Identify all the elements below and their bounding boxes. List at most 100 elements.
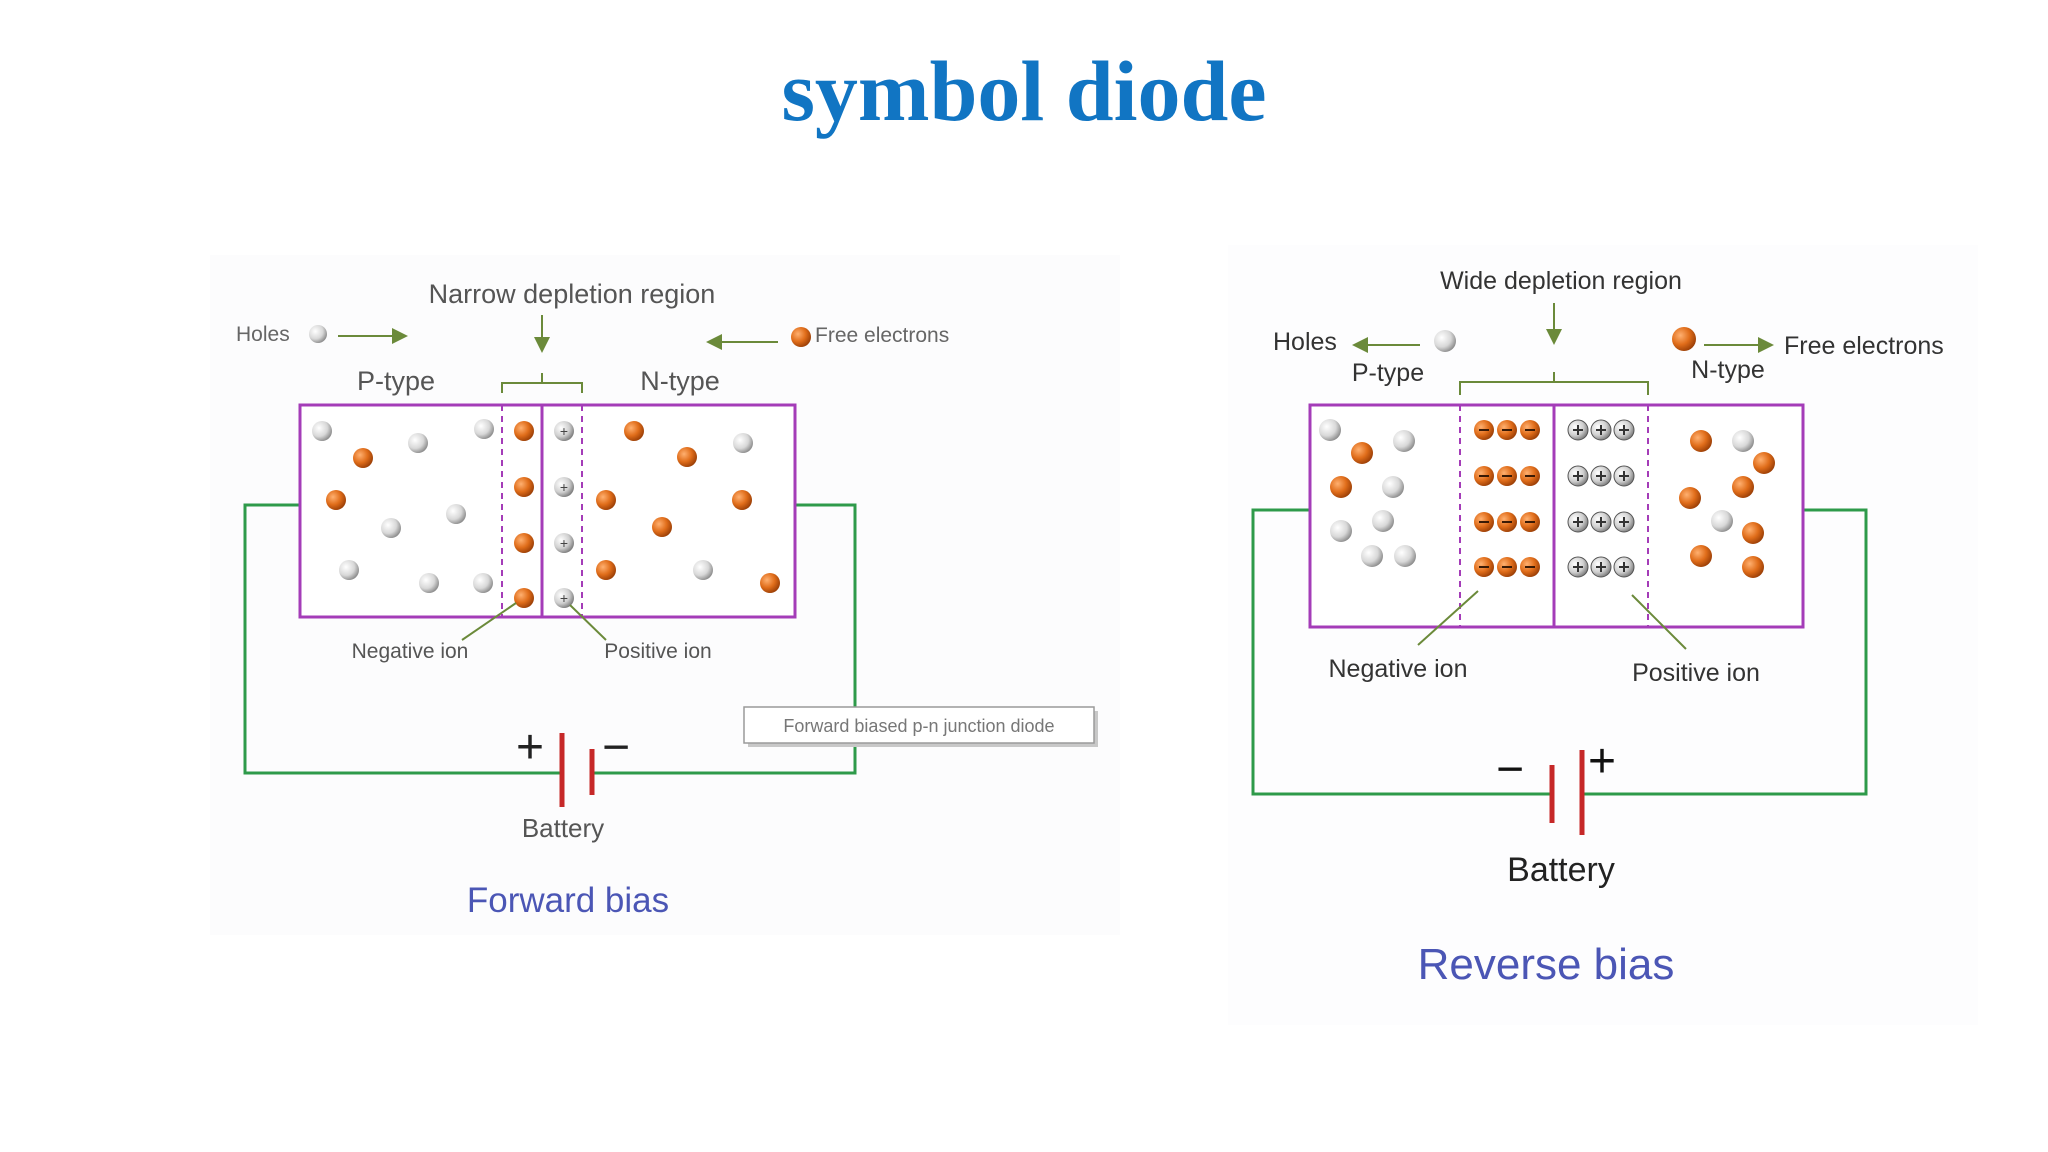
hole bbox=[446, 504, 466, 524]
plus-glyph bbox=[1573, 517, 1583, 527]
battery-plus-sign: + bbox=[1588, 735, 1616, 788]
hole bbox=[733, 433, 753, 453]
hole-legend-icon bbox=[1434, 330, 1456, 352]
hole bbox=[381, 518, 401, 538]
positive-ion-label: Positive ion bbox=[1632, 659, 1760, 687]
plus-glyph bbox=[1619, 562, 1629, 572]
positive-ion bbox=[554, 533, 574, 553]
negative-ions bbox=[1474, 420, 1540, 577]
plus-glyph bbox=[1596, 562, 1606, 572]
electron bbox=[1690, 545, 1712, 567]
electron bbox=[1330, 476, 1352, 498]
electron bbox=[1679, 487, 1701, 509]
plus-glyph bbox=[1596, 471, 1606, 481]
tooltip-text: Forward biased p-n junction diode bbox=[783, 716, 1054, 736]
electron bbox=[732, 490, 752, 510]
depletion-label: Wide depletion region bbox=[1440, 267, 1682, 295]
electron bbox=[1351, 442, 1373, 464]
hole bbox=[1382, 476, 1404, 498]
hole bbox=[1732, 430, 1754, 452]
negative-ion bbox=[514, 421, 534, 441]
plus-glyph: + bbox=[560, 423, 568, 439]
p-region-carriers bbox=[312, 419, 494, 593]
n-type-label: N-type bbox=[640, 366, 720, 396]
battery-label: Battery bbox=[522, 813, 604, 843]
depletion-bracket bbox=[501, 373, 583, 393]
plus-glyph: + bbox=[560, 590, 568, 606]
holes-label: Holes bbox=[1273, 328, 1337, 356]
hole bbox=[1330, 520, 1352, 542]
holes-label: Holes bbox=[236, 323, 290, 346]
reverse-bias-diagram: − + Battery Wide depletion region Holes … bbox=[1251, 267, 1944, 989]
hole bbox=[419, 573, 439, 593]
p-type-label: P-type bbox=[357, 366, 435, 396]
plus-glyph bbox=[1596, 517, 1606, 527]
electron bbox=[1732, 476, 1754, 498]
reverse-bias-caption: Reverse bias bbox=[1418, 940, 1675, 989]
hole bbox=[1361, 545, 1383, 567]
hole bbox=[1372, 510, 1394, 532]
plus-glyph bbox=[1573, 562, 1583, 572]
p-region-carriers bbox=[1319, 419, 1416, 567]
reverse-bias-panel: − + Battery Wide depletion region Holes … bbox=[1228, 245, 1978, 1025]
depletion-label: Narrow depletion region bbox=[429, 279, 716, 309]
electron bbox=[1690, 430, 1712, 452]
hole bbox=[408, 433, 428, 453]
electron bbox=[353, 448, 373, 468]
hole bbox=[693, 560, 713, 580]
forward-bias-caption: Forward bias bbox=[467, 881, 669, 920]
positive-ion bbox=[554, 588, 574, 608]
n-type-label: N-type bbox=[1691, 356, 1765, 384]
hole bbox=[1711, 510, 1733, 532]
negative-ion-pointer bbox=[461, 602, 517, 641]
electrons-label: Free electrons bbox=[1784, 332, 1944, 360]
electron-legend-icon bbox=[791, 327, 811, 347]
negative-ion-pointer bbox=[1417, 590, 1479, 646]
electron bbox=[1742, 556, 1764, 578]
page-title: symbol diode bbox=[781, 43, 1267, 139]
hole bbox=[1393, 430, 1415, 452]
plus-glyph bbox=[1619, 517, 1629, 527]
electron bbox=[760, 573, 780, 593]
negative-ion-label: Negative ion bbox=[352, 640, 469, 663]
electron bbox=[677, 447, 697, 467]
plus-glyph bbox=[1573, 425, 1583, 435]
forward-bias-diagram: + − Battery Narrow depletion region Hole… bbox=[236, 279, 1098, 920]
tooltip-box bbox=[743, 706, 1095, 744]
negative-ion bbox=[514, 588, 534, 608]
negative-ion bbox=[514, 477, 534, 497]
hole-legend-icon bbox=[309, 325, 327, 343]
plus-glyph bbox=[1619, 425, 1629, 435]
battery-label: Battery bbox=[1507, 851, 1615, 889]
positive-ions bbox=[1567, 419, 1635, 578]
electrons-label: Free electrons bbox=[815, 324, 949, 347]
n-region-carriers bbox=[596, 421, 780, 593]
hole bbox=[312, 421, 332, 441]
positive-ion bbox=[554, 421, 574, 441]
electron bbox=[596, 490, 616, 510]
negative-ion-label: Negative ion bbox=[1329, 655, 1468, 683]
forward-bias-panel: + − Battery Narrow depletion region Hole… bbox=[210, 255, 1120, 935]
electron bbox=[596, 560, 616, 580]
circuit-wire bbox=[1251, 508, 1868, 796]
plus-glyph bbox=[1596, 425, 1606, 435]
positive-ions: + + + + bbox=[554, 421, 574, 608]
circuit-wire bbox=[243, 503, 857, 775]
p-type-label: P-type bbox=[1352, 359, 1424, 387]
positive-ion bbox=[554, 477, 574, 497]
battery-plus-sign: + bbox=[516, 721, 544, 774]
negative-ions bbox=[514, 421, 534, 608]
positive-ion-label: Positive ion bbox=[604, 640, 711, 663]
electron bbox=[326, 490, 346, 510]
plus-glyph: + bbox=[560, 479, 568, 495]
hole bbox=[474, 419, 494, 439]
electron bbox=[1753, 452, 1775, 474]
hole bbox=[1394, 545, 1416, 567]
negative-ion bbox=[514, 533, 534, 553]
positive-ion-pointer bbox=[1631, 594, 1687, 650]
n-region-carriers bbox=[1679, 430, 1775, 578]
hole bbox=[1319, 419, 1341, 441]
hole bbox=[339, 560, 359, 580]
battery-minus-sign: − bbox=[602, 721, 630, 774]
electron bbox=[624, 421, 644, 441]
